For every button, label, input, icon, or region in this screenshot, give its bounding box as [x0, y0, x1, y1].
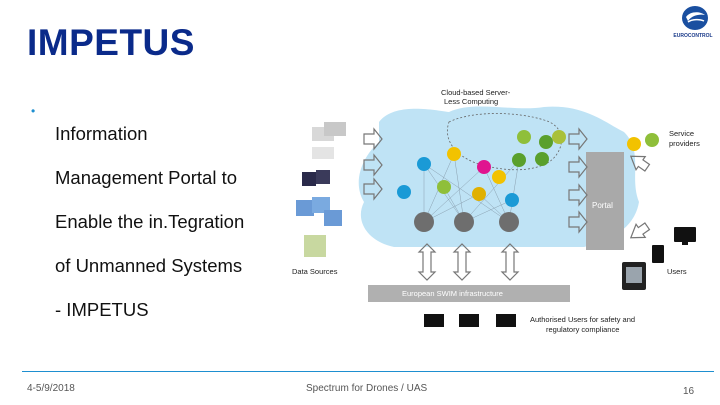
data-source-image — [316, 170, 330, 184]
node — [447, 147, 461, 161]
bullet-text: Information Management Portal to Enable … — [55, 101, 280, 343]
phone-icon — [652, 245, 664, 263]
node — [539, 135, 553, 149]
data-source-image — [304, 235, 326, 257]
node — [552, 130, 566, 144]
cloud-label: Less Computing — [444, 97, 498, 106]
monitor-icon — [424, 314, 444, 327]
footer-title: Spectrum for Drones / UAS — [306, 383, 428, 394]
page-number: 16 — [683, 386, 695, 397]
slide-title: IMPETUS — [27, 22, 195, 63]
impetus-architecture-diagram: Cloud-based Server- Less Computing Porta… — [284, 82, 714, 340]
node — [492, 170, 506, 184]
node — [437, 180, 451, 194]
service-providers-label: providers — [669, 139, 700, 148]
data-source-image — [312, 147, 334, 159]
node — [417, 157, 431, 171]
data-source-image — [302, 172, 316, 186]
data-source-image — [312, 197, 330, 213]
node — [397, 185, 411, 199]
node — [472, 187, 486, 201]
swim-label: European SWIM infrastructure — [402, 289, 503, 298]
service-providers-label: Service — [669, 129, 694, 138]
bullet-line: Enable the in.Tegration — [55, 211, 245, 232]
monitor-icon — [459, 314, 479, 327]
bullet-line: - IMPETUS — [55, 299, 149, 320]
data-source-image — [324, 210, 342, 226]
authorised-users-label: regulatory compliance — [546, 325, 619, 334]
bullet-line: Management Portal to — [55, 167, 238, 188]
monitor-icon — [674, 227, 696, 242]
node — [535, 152, 549, 166]
footer-date: 4-5/9/2018 — [27, 383, 75, 394]
portal-label: Portal — [592, 201, 613, 210]
node — [627, 137, 641, 151]
eurocontrol-logo-icon — [682, 6, 708, 30]
data-sources-label: Data Sources — [292, 267, 338, 276]
users-label: Users — [667, 267, 687, 276]
bullet-line: Information — [55, 123, 148, 144]
node — [477, 160, 491, 174]
node — [517, 130, 531, 144]
monitor-icon — [496, 314, 516, 327]
node — [505, 193, 519, 207]
data-source-image — [324, 122, 346, 136]
serverless-region — [447, 113, 562, 171]
node — [499, 212, 519, 232]
node — [454, 212, 474, 232]
cloud-label: Cloud-based Server- — [441, 88, 511, 97]
data-source-image — [296, 200, 314, 216]
footer-divider — [22, 371, 714, 372]
portal-box — [586, 152, 624, 250]
authorised-users-label: Authorised Users for safety and — [530, 315, 635, 324]
node — [512, 153, 526, 167]
node — [414, 212, 434, 232]
node — [645, 133, 659, 147]
bullet-dot-icon: • — [31, 104, 36, 118]
swim-bar — [368, 285, 570, 302]
bullet-line: of Unmanned Systems — [55, 255, 243, 276]
logo-text: EUROCONTROL — [673, 33, 713, 39]
